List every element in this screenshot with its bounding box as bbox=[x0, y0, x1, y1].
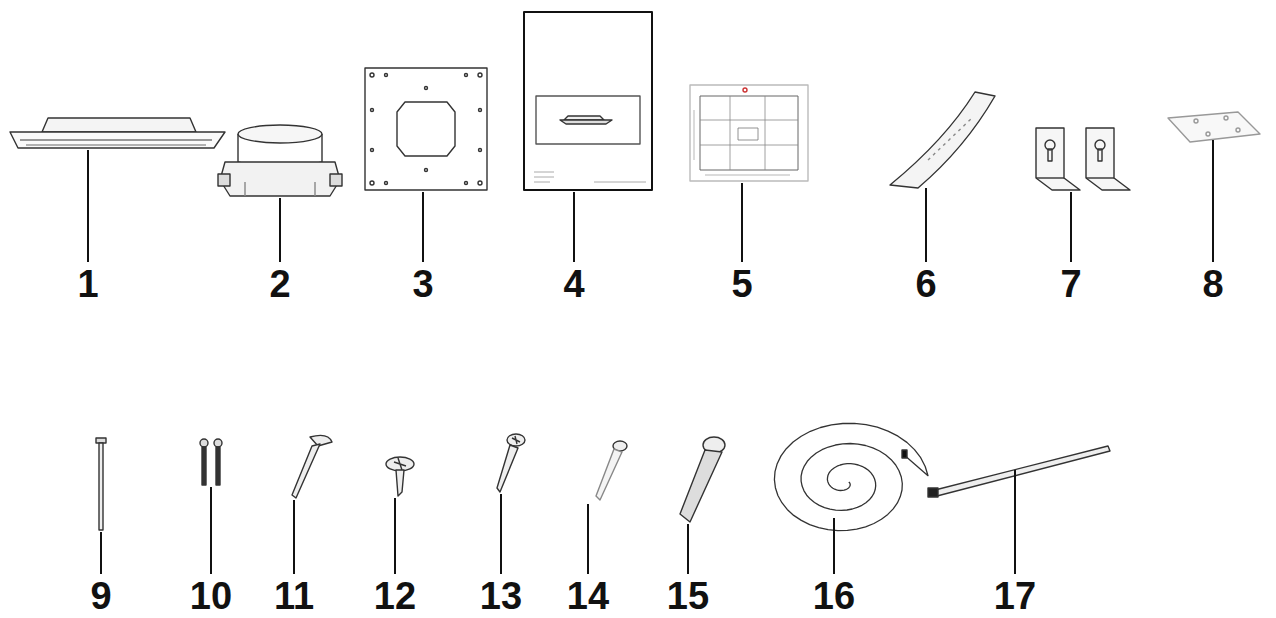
panel-part bbox=[10, 118, 225, 148]
callout-number: 13 bbox=[480, 577, 522, 615]
callout-number: 3 bbox=[412, 265, 433, 303]
callout-number: 4 bbox=[563, 265, 584, 303]
callout-number: 11 bbox=[274, 577, 314, 615]
callout-number: 7 bbox=[1060, 265, 1081, 303]
leader-line bbox=[88, 140, 1213, 574]
wall-plug-part bbox=[680, 437, 725, 522]
callout-number: 9 bbox=[90, 577, 111, 615]
mounting-plate-part bbox=[365, 68, 487, 190]
screw-part bbox=[497, 434, 525, 492]
duct-collar-part bbox=[218, 125, 342, 196]
callout-number: 17 bbox=[994, 577, 1036, 615]
callout-number: 6 bbox=[915, 265, 936, 303]
callout-number: 12 bbox=[374, 577, 416, 615]
small-plate-part bbox=[1168, 112, 1260, 142]
callout-number: 16 bbox=[813, 577, 855, 615]
callout-number: 10 bbox=[190, 577, 232, 615]
callout-number: 2 bbox=[269, 265, 290, 303]
callout-number: 8 bbox=[1202, 265, 1223, 303]
template-sheet-part bbox=[690, 85, 808, 181]
bracket-part bbox=[1036, 128, 1130, 190]
strap-part bbox=[890, 92, 995, 188]
callout-number: 1 bbox=[77, 265, 98, 303]
manual-part bbox=[524, 12, 652, 190]
screw-part bbox=[96, 438, 106, 530]
screw-part bbox=[292, 435, 332, 498]
cable-tie-part bbox=[928, 446, 1110, 497]
screw-part bbox=[386, 457, 414, 496]
callout-number: 5 bbox=[731, 265, 752, 303]
coil-wire-part bbox=[774, 423, 928, 530]
callout-number: 15 bbox=[667, 577, 709, 615]
callout-number: 14 bbox=[567, 577, 609, 615]
anchor-part bbox=[596, 441, 627, 500]
screw-part bbox=[200, 439, 222, 485]
